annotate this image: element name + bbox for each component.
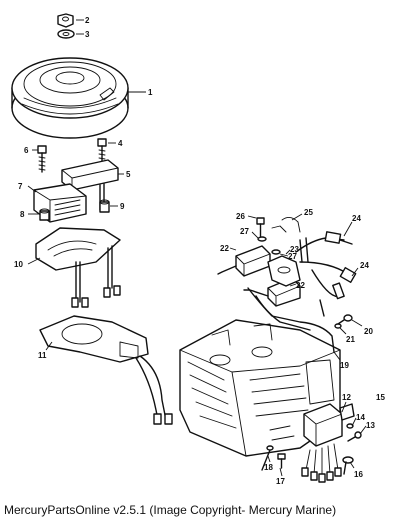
callout-23: 23 bbox=[290, 245, 299, 254]
callout-3: 3 bbox=[85, 30, 90, 39]
charge-coil bbox=[61, 159, 119, 211]
engine-block bbox=[179, 319, 341, 457]
callout-27-upper: 27 bbox=[240, 227, 249, 236]
ignition-coil-upper bbox=[217, 245, 271, 277]
callout-16: 16 bbox=[354, 470, 363, 479]
screw-14 bbox=[346, 423, 354, 429]
callout-26: 26 bbox=[236, 212, 245, 221]
callout-19: 19 bbox=[340, 361, 349, 370]
callout-18: 18 bbox=[264, 463, 273, 472]
leader-lines bbox=[27, 19, 367, 477]
callout-14: 14 bbox=[356, 413, 365, 422]
callout-labels: 2 3 1 4 6 5 7 8 9 10 11 12 13 14 15 16 1… bbox=[14, 16, 385, 486]
washer-21 bbox=[334, 323, 342, 329]
callout-8: 8 bbox=[20, 210, 25, 219]
screw-17 bbox=[277, 453, 286, 469]
callout-11: 11 bbox=[38, 351, 47, 360]
screw-4 bbox=[97, 138, 107, 166]
callout-24-lower: 24 bbox=[360, 261, 369, 270]
callout-25: 25 bbox=[304, 208, 313, 217]
trigger-assembly bbox=[39, 315, 173, 425]
exploded-parts-diagram: 2 3 1 4 6 5 7 8 9 10 11 12 13 14 15 16 1… bbox=[11, 13, 385, 486]
washer-27-lower bbox=[271, 249, 281, 255]
clip-16 bbox=[342, 456, 354, 475]
rectifier bbox=[301, 403, 343, 483]
flywheel-nut bbox=[57, 13, 74, 28]
callout-2: 2 bbox=[85, 16, 90, 25]
callout-17: 17 bbox=[276, 477, 285, 486]
callout-10: 10 bbox=[14, 260, 23, 269]
spacer-8 bbox=[39, 208, 50, 221]
spark-plug-lead-lower bbox=[299, 261, 357, 300]
callout-22-lower: 22 bbox=[296, 281, 305, 290]
callout-1: 1 bbox=[148, 88, 153, 97]
copyright-caption: MercuryPartsOnline v2.5.1 (Image Copyrig… bbox=[4, 503, 337, 517]
callout-21: 21 bbox=[346, 335, 355, 344]
callout-15: 15 bbox=[376, 393, 385, 402]
flywheel-washer bbox=[57, 29, 75, 39]
screw-20 bbox=[337, 314, 353, 325]
callout-7: 7 bbox=[18, 182, 23, 191]
coil-wiring bbox=[271, 217, 309, 263]
screw-6 bbox=[37, 145, 47, 173]
screw-13 bbox=[347, 431, 362, 442]
callout-6: 6 bbox=[24, 146, 29, 155]
callout-4: 4 bbox=[118, 139, 123, 148]
callout-5: 5 bbox=[126, 170, 131, 179]
callout-9: 9 bbox=[120, 202, 125, 211]
callout-13: 13 bbox=[366, 421, 375, 430]
ground-lead-18 bbox=[261, 445, 274, 471]
callout-27-lower: 27 bbox=[288, 252, 297, 261]
flywheel bbox=[11, 57, 129, 139]
coil-bracket bbox=[267, 255, 301, 287]
washer-27-upper bbox=[257, 236, 267, 242]
callout-12: 12 bbox=[342, 393, 351, 402]
spacer-9 bbox=[99, 199, 110, 213]
callout-22-upper: 22 bbox=[220, 244, 229, 253]
spark-plug-lead-upper bbox=[295, 231, 353, 253]
wiring-harness bbox=[247, 287, 335, 353]
callout-24-upper: 24 bbox=[352, 214, 361, 223]
screw-26 bbox=[256, 217, 265, 237]
callout-20: 20 bbox=[364, 327, 373, 336]
stator-plate bbox=[35, 227, 121, 308]
